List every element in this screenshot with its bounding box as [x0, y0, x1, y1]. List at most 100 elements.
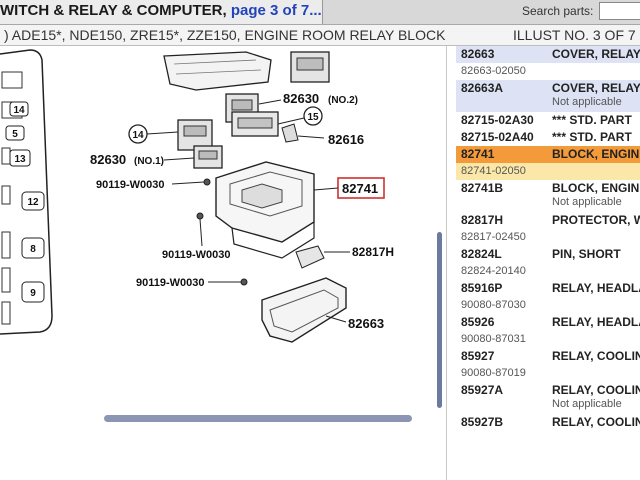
part-code: 82741B — [461, 181, 504, 195]
illust-number: ILLUST NO. 3 OF 7 — [513, 27, 636, 43]
part-number: 82663-02050 — [461, 65, 526, 77]
svg-text:14: 14 — [132, 130, 144, 141]
part-number-row[interactable]: 90080-87031 — [456, 331, 640, 348]
part-row[interactable]: 85926 RELAY, HEADLA — [456, 314, 640, 331]
svg-text:12: 12 — [27, 197, 39, 208]
label-82663: 82663 — [348, 316, 384, 331]
part-code: 82715-02A30 — [461, 113, 534, 127]
part-row[interactable]: 85927B RELAY, COOLIN — [456, 414, 640, 431]
part-number: 90080-87031 — [461, 333, 526, 345]
callout-14-diagram: 14 — [128, 124, 148, 144]
part-code: 82817H — [461, 213, 504, 227]
part-code: 85926 — [461, 315, 495, 329]
part-code: 85927A — [461, 383, 504, 397]
part-code: 82663A — [461, 81, 504, 95]
part-description: RELAY, HEADLA — [552, 315, 640, 329]
relay-top-drawing — [290, 51, 330, 83]
part-code: 82715-02A40 — [461, 130, 534, 144]
relay-no1-drawing — [193, 145, 223, 169]
svg-text:15: 15 — [307, 112, 319, 123]
part-number-row[interactable]: 90080-87019 — [456, 365, 640, 382]
relay-middle-drawing — [231, 111, 279, 137]
vertical-scrollbar[interactable] — [437, 232, 442, 408]
label-82630-no2-suffix: (NO.2) — [328, 95, 358, 106]
label-82630-no1-suffix: (NO.1) — [134, 156, 164, 167]
svg-text:14: 14 — [13, 105, 25, 116]
part-description: *** STD. PART — [552, 130, 632, 144]
svg-text:8: 8 — [30, 244, 36, 255]
part-note: Not applicable — [552, 96, 622, 108]
search-label: Search parts: — [522, 4, 594, 18]
model-text: ) ADE15*, NDE150, ZRE15*, ZZE150, ENGINE… — [4, 27, 446, 43]
relay-left-drawing — [177, 119, 213, 151]
part-description: COVER, RELAY — [552, 81, 640, 95]
page-link[interactable]: page 3 of 7... — [230, 2, 322, 19]
label-82616: 82616 — [328, 132, 364, 147]
part-number-row[interactable]: 82824-20140 — [456, 263, 640, 280]
callout-14: 14 — [9, 101, 29, 117]
label-82630-no2: 82630 — [283, 91, 319, 106]
part-number-row[interactable]: 82663-02050 — [456, 63, 640, 80]
part-number: 82824-20140 — [461, 265, 526, 277]
label-82741[interactable]: 82741 — [342, 181, 378, 196]
part-description: PROTECTOR, W — [552, 213, 640, 227]
part-row[interactable]: 82715-02A30 *** STD. PART — [456, 112, 640, 129]
search-input[interactable] — [599, 2, 640, 20]
svg-text:9: 9 — [30, 288, 36, 299]
part-number-row[interactable]: 82817-02450 — [456, 229, 640, 246]
protector-drawing — [295, 245, 325, 269]
title-prefix: WITCH & RELAY & COMPUTER, — [0, 2, 231, 19]
cover-drawing — [163, 51, 272, 91]
part-number: 90080-87019 — [461, 367, 526, 379]
part-description: *** STD. PART — [552, 113, 632, 127]
top-bar: WITCH & RELAY & COMPUTER, page 3 of 7...… — [0, 0, 640, 25]
part-row[interactable]: 82824L PIN, SHORT — [456, 246, 640, 263]
part-description: RELAY, COOLIN — [552, 415, 640, 429]
part-number-row[interactable]: 82741-02050 — [456, 163, 640, 180]
part-note: Not applicable — [552, 398, 622, 410]
part-description: BLOCK, ENGINE — [552, 147, 640, 161]
part-code: 82663 — [461, 47, 495, 61]
part-82616-drawing — [281, 123, 299, 143]
part-description: PIN, SHORT — [552, 247, 621, 261]
callout-12: 12 — [21, 191, 45, 211]
callout-9: 9 — [21, 281, 45, 303]
part-row[interactable]: 82663 COVER, RELAY — [456, 46, 640, 63]
part-code: 82824L — [461, 247, 502, 261]
page-title: WITCH & RELAY & COMPUTER, page 3 of 7... — [0, 2, 322, 19]
part-note: Not applicable — [552, 196, 622, 208]
title-box: WITCH & RELAY & COMPUTER, page 3 of 7... — [0, 0, 323, 24]
screw-b-drawing — [196, 212, 204, 220]
callout-15: 15 — [303, 106, 323, 126]
label-82817H: 82817H — [352, 245, 394, 259]
svg-text:13: 13 — [14, 154, 26, 165]
part-number: 90080-87030 — [461, 299, 526, 311]
part-row[interactable]: 82715-02A40 *** STD. PART — [456, 129, 640, 146]
svg-text:5: 5 — [12, 129, 18, 140]
part-description: COVER, RELAY — [552, 47, 640, 61]
panel-divider — [446, 46, 447, 480]
part-description: RELAY, COOLIN — [552, 383, 640, 397]
label-90119-a: 90119-W0030 — [96, 179, 165, 191]
slot-outline — [1, 71, 23, 89]
part-row[interactable]: 82817H PROTECTOR, W — [456, 212, 640, 229]
relay-block-drawing — [215, 161, 315, 259]
part-code: 85916P — [461, 281, 503, 295]
part-description: BLOCK, ENGINE — [552, 181, 640, 195]
label-90119-b: 90119-W0030 — [162, 249, 231, 261]
part-code: 85927B — [461, 415, 504, 429]
bottom-cover-drawing — [261, 277, 347, 343]
left-panel-diagram: 14 5 13 12 8 9 — [0, 49, 53, 335]
callout-8: 8 — [21, 237, 45, 259]
screw-a-drawing — [203, 178, 211, 186]
part-number-row[interactable]: 90080-87030 — [456, 297, 640, 314]
part-code: 85927 — [461, 349, 495, 363]
horizontal-scrollbar[interactable] — [104, 415, 412, 422]
callout-5: 5 — [5, 125, 25, 141]
